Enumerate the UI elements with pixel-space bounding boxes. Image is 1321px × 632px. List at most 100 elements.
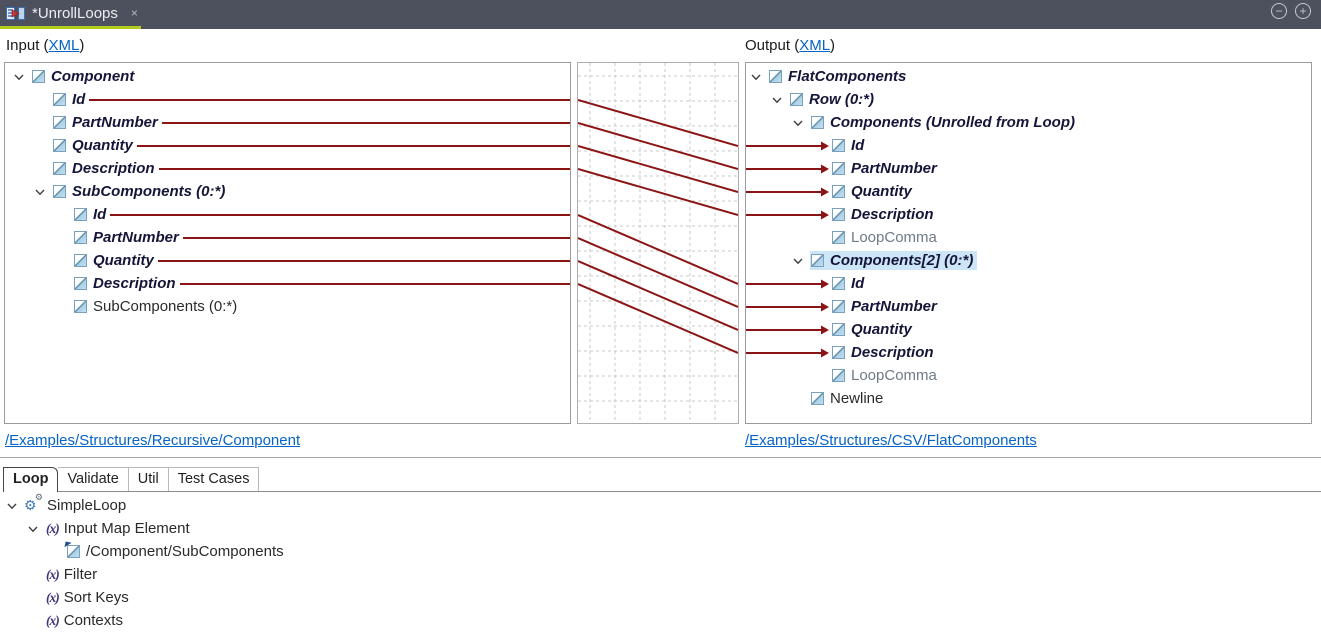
tree-node-loop-contexts[interactable]: (x)Contexts — [0, 609, 1321, 632]
tree-node-out-components2[interactable]: Components[2] (0:*) — [746, 249, 1311, 272]
chevron-down-icon[interactable] — [13, 71, 31, 83]
element-icon — [53, 93, 66, 106]
tree-node-loop-simpleloop[interactable]: ⚙⚙SimpleLoop — [0, 492, 1321, 517]
tree-node-in-quantity[interactable]: Quantity — [5, 134, 570, 157]
tree-node-out-c2-loopcomma[interactable]: LoopComma — [746, 364, 1311, 387]
tree-node-content: Newline — [810, 389, 887, 408]
tree-node-loop-map-path[interactable]: /Component/SubComponents — [0, 540, 1321, 563]
tree-node-label: Components[2] (0:*) — [830, 252, 974, 269]
tree-node-out-row[interactable]: Row (0:*) — [746, 88, 1311, 111]
tree-node-content: Id — [831, 136, 868, 155]
element-icon — [832, 323, 845, 336]
tree-node-content: Row (0:*) — [789, 90, 878, 109]
element-ref-icon — [64, 541, 80, 558]
bottom-panel-divider — [0, 457, 1321, 458]
zoom-in-button[interactable]: + — [1295, 3, 1311, 19]
tree-node-in-sub-description[interactable]: Description — [5, 272, 570, 295]
tree-node-out-newline[interactable]: Newline — [746, 387, 1311, 410]
element-icon — [53, 116, 66, 129]
close-icon[interactable]: × — [130, 6, 138, 20]
tree-node-in-id[interactable]: Id — [5, 88, 570, 111]
chevron-down-icon[interactable] — [6, 500, 24, 512]
tree-node-label: Quantity — [72, 137, 133, 154]
tree-node-label: PartNumber — [72, 114, 158, 131]
chevron-down-icon[interactable] — [771, 94, 789, 106]
tree-node-label: Input Map Element — [63, 520, 190, 537]
tree-node-out-c1-loopcomma[interactable]: LoopComma — [746, 226, 1311, 249]
input-structure-path-link[interactable]: /Examples/Structures/Recursive/Component — [5, 432, 301, 449]
element-icon — [832, 369, 845, 382]
tree-node-loop-input-map-el[interactable]: (x)Input Map Element — [0, 517, 1321, 540]
element-icon — [832, 185, 845, 198]
output-structure-path-link[interactable]: /Examples/Structures/CSV/FlatComponents — [745, 432, 1037, 449]
tree-node-out-c2-id[interactable]: Id — [746, 272, 1311, 295]
tree-node-label: Contexts — [63, 612, 123, 629]
element-icon — [832, 208, 845, 221]
tree-node-content: SubComponents (0:*) — [73, 297, 241, 316]
output-xml-link[interactable]: XML — [799, 37, 831, 54]
chevron-down-icon[interactable] — [792, 117, 810, 129]
tree-node-out-c1-quantity[interactable]: Quantity — [746, 180, 1311, 203]
input-header-suffix: ) — [79, 37, 85, 54]
tree-node-content: Description — [831, 343, 938, 362]
active-document-underline — [0, 26, 141, 29]
tree-node-in-sub-id[interactable]: Id — [5, 203, 570, 226]
tree-node-label: Id — [851, 137, 865, 154]
element-icon — [790, 93, 803, 106]
output-header-suffix: ) — [830, 37, 836, 54]
element-icon — [74, 277, 87, 290]
fx-icon: (x) — [46, 520, 60, 536]
element-icon — [769, 70, 782, 83]
tree-node-out-flatcomponents[interactable]: FlatComponents — [746, 65, 1311, 88]
document-tab[interactable]: *UnrollLoops × — [0, 0, 148, 26]
tree-node-content: (x)Filter — [45, 565, 101, 584]
tree-node-label: /Component/SubComponents — [86, 543, 284, 560]
tree-node-content: PartNumber — [831, 159, 941, 178]
element-icon — [832, 300, 845, 313]
tree-node-label: FlatComponents — [788, 68, 907, 85]
tab-loop[interactable]: Loop — [3, 467, 59, 492]
tree-node-in-partnumber[interactable]: PartNumber — [5, 111, 570, 134]
input-xml-link[interactable]: XML — [48, 37, 80, 54]
tree-node-content: LoopComma — [831, 366, 941, 385]
tab-validate[interactable]: Validate — [58, 467, 129, 491]
tree-node-content: FlatComponents — [768, 67, 910, 86]
chevron-down-icon[interactable] — [792, 255, 810, 267]
tab-test-cases[interactable]: Test Cases — [168, 467, 260, 491]
tree-node-content: PartNumber — [73, 228, 183, 247]
output-header: Output (XML) — [745, 37, 835, 54]
tree-node-out-components1[interactable]: Components (Unrolled from Loop) — [746, 111, 1311, 134]
tree-node-content: Quantity — [73, 251, 158, 270]
tree-node-out-c1-description[interactable]: Description — [746, 203, 1311, 226]
tree-node-out-c2-quantity[interactable]: Quantity — [746, 318, 1311, 341]
tree-node-out-c2-description[interactable]: Description — [746, 341, 1311, 364]
tree-node-content: Description — [831, 205, 938, 224]
tab-util[interactable]: Util — [128, 467, 169, 491]
element-icon — [74, 300, 87, 313]
tree-node-label: Components (Unrolled from Loop) — [830, 114, 1075, 131]
tree-node-content: PartNumber — [52, 113, 162, 132]
element-icon — [811, 392, 824, 405]
tree-node-loop-sort-keys[interactable]: (x)Sort Keys — [0, 586, 1321, 609]
chevron-down-icon[interactable] — [750, 71, 768, 83]
tree-node-label: Description — [851, 344, 934, 361]
tree-node-in-sub-partnumber[interactable]: PartNumber — [5, 226, 570, 249]
element-icon — [811, 116, 824, 129]
chevron-down-icon[interactable] — [27, 523, 45, 535]
tree-node-in-subcomponents[interactable]: SubComponents (0:*) — [5, 180, 570, 203]
tree-node-in-description[interactable]: Description — [5, 157, 570, 180]
element-icon — [832, 139, 845, 152]
tree-node-out-c1-id[interactable]: Id — [746, 134, 1311, 157]
tree-node-in-component[interactable]: Component — [5, 65, 570, 88]
tree-node-out-c1-partnumber[interactable]: PartNumber — [746, 157, 1311, 180]
tree-node-out-c2-partnumber[interactable]: PartNumber — [746, 295, 1311, 318]
tree-node-in-sub-subcomponents[interactable]: SubComponents (0:*) — [5, 295, 570, 318]
zoom-out-button[interactable]: − — [1271, 3, 1287, 19]
chevron-down-icon[interactable] — [34, 186, 52, 198]
tree-node-in-sub-quantity[interactable]: Quantity — [5, 249, 570, 272]
tree-node-loop-filter[interactable]: (x)Filter — [0, 563, 1321, 586]
